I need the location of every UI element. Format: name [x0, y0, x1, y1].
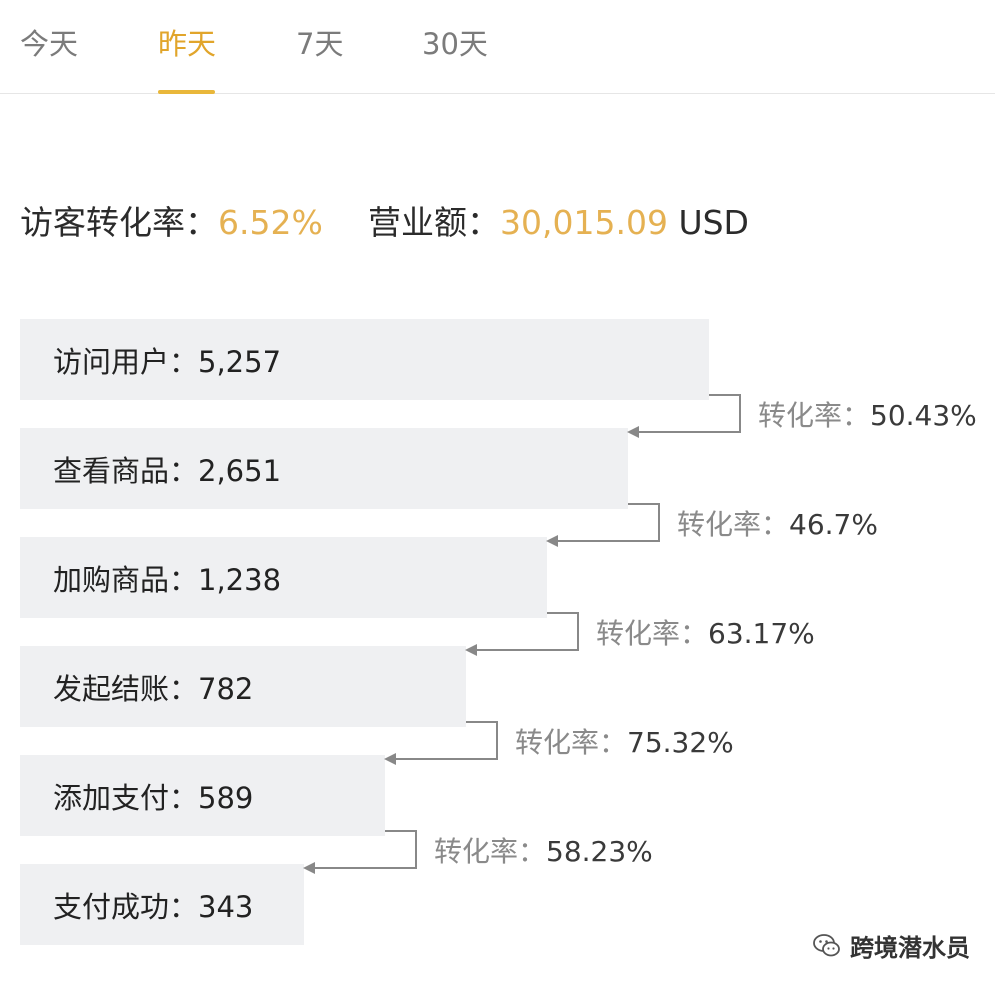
conversion-rate-value: 58.23% — [546, 835, 653, 868]
funnel-step-payment-success: 支付成功：343 — [20, 864, 304, 945]
funnel-step-label: 查看商品：2,651 — [53, 453, 282, 488]
tab-7-days[interactable]: 7天 — [296, 27, 344, 61]
funnel-step-label: 支付成功：343 — [53, 889, 254, 924]
conversion-rate-3: 转化率：63.17% — [596, 614, 815, 654]
conversion-rate-label: 转化率： — [434, 835, 547, 868]
revenue-summary: 营业额：30,015.09 USD — [368, 200, 749, 246]
funnel-step-payment-added: 添加支付：589 — [20, 755, 385, 836]
funnel-step-visitors: 访问用户：5,257 — [20, 319, 709, 400]
funnel-step-product-views: 查看商品：2,651 — [20, 428, 628, 509]
conversion-rate-label: 转化率： — [515, 726, 628, 759]
conversion-rate-value: 46.7% — [789, 508, 878, 541]
funnel-step-label: 添加支付：589 — [53, 780, 254, 815]
connector-arrow-1 — [627, 394, 741, 438]
funnel-step-label: 发起结账：782 — [53, 671, 254, 706]
conversion-rate-value: 50.43% — [870, 399, 977, 432]
conversion-rate-4: 转化率：75.32% — [515, 723, 734, 763]
funnel-step-label: 加购商品：1,238 — [53, 562, 282, 597]
conversion-rate-2: 转化率：46.7% — [677, 505, 878, 545]
connector-arrow-4 — [384, 721, 498, 765]
revenue-value: 30,015.09 — [500, 203, 668, 242]
revenue-label: 营业额： — [368, 203, 500, 242]
watermark: 跨境潜水员 — [812, 928, 970, 963]
conversion-rate-value: 63.17% — [708, 617, 815, 650]
active-tab-indicator — [158, 90, 215, 94]
tab-today[interactable]: 今天 — [20, 27, 79, 61]
conversion-rate-5: 转化率：58.23% — [434, 832, 653, 872]
connector-arrow-5 — [303, 830, 417, 874]
funnel-step-add-to-cart: 加购商品：1,238 — [20, 537, 547, 618]
funnel-step-checkout-started: 发起结账：782 — [20, 646, 466, 727]
connector-arrow-2 — [546, 503, 660, 547]
conversion-rate-1: 转化率：50.43% — [758, 396, 977, 436]
connector-arrow-3 — [465, 612, 579, 656]
wechat-icon — [813, 933, 840, 956]
date-range-tabs: 今天 昨天 7天 30天 — [0, 0, 995, 94]
conversion-rate-label: 转化率： — [758, 399, 871, 432]
tab-30-days[interactable]: 30天 — [422, 27, 488, 61]
revenue-unit: USD — [678, 203, 749, 242]
funnel-step-label: 访问用户：5,257 — [53, 344, 282, 379]
visitor-conversion-value: 6.52% — [218, 203, 323, 242]
visitor-conversion-summary: 访客转化率：6.52% — [20, 200, 323, 246]
tab-yesterday[interactable]: 昨天 — [158, 27, 217, 61]
conversion-rate-label: 转化率： — [677, 508, 790, 541]
conversion-rate-label: 转化率： — [596, 617, 709, 650]
visitor-conversion-label: 访客转化率： — [20, 203, 218, 242]
watermark-text: 跨境潜水员 — [850, 934, 970, 962]
conversion-rate-value: 75.32% — [627, 726, 734, 759]
